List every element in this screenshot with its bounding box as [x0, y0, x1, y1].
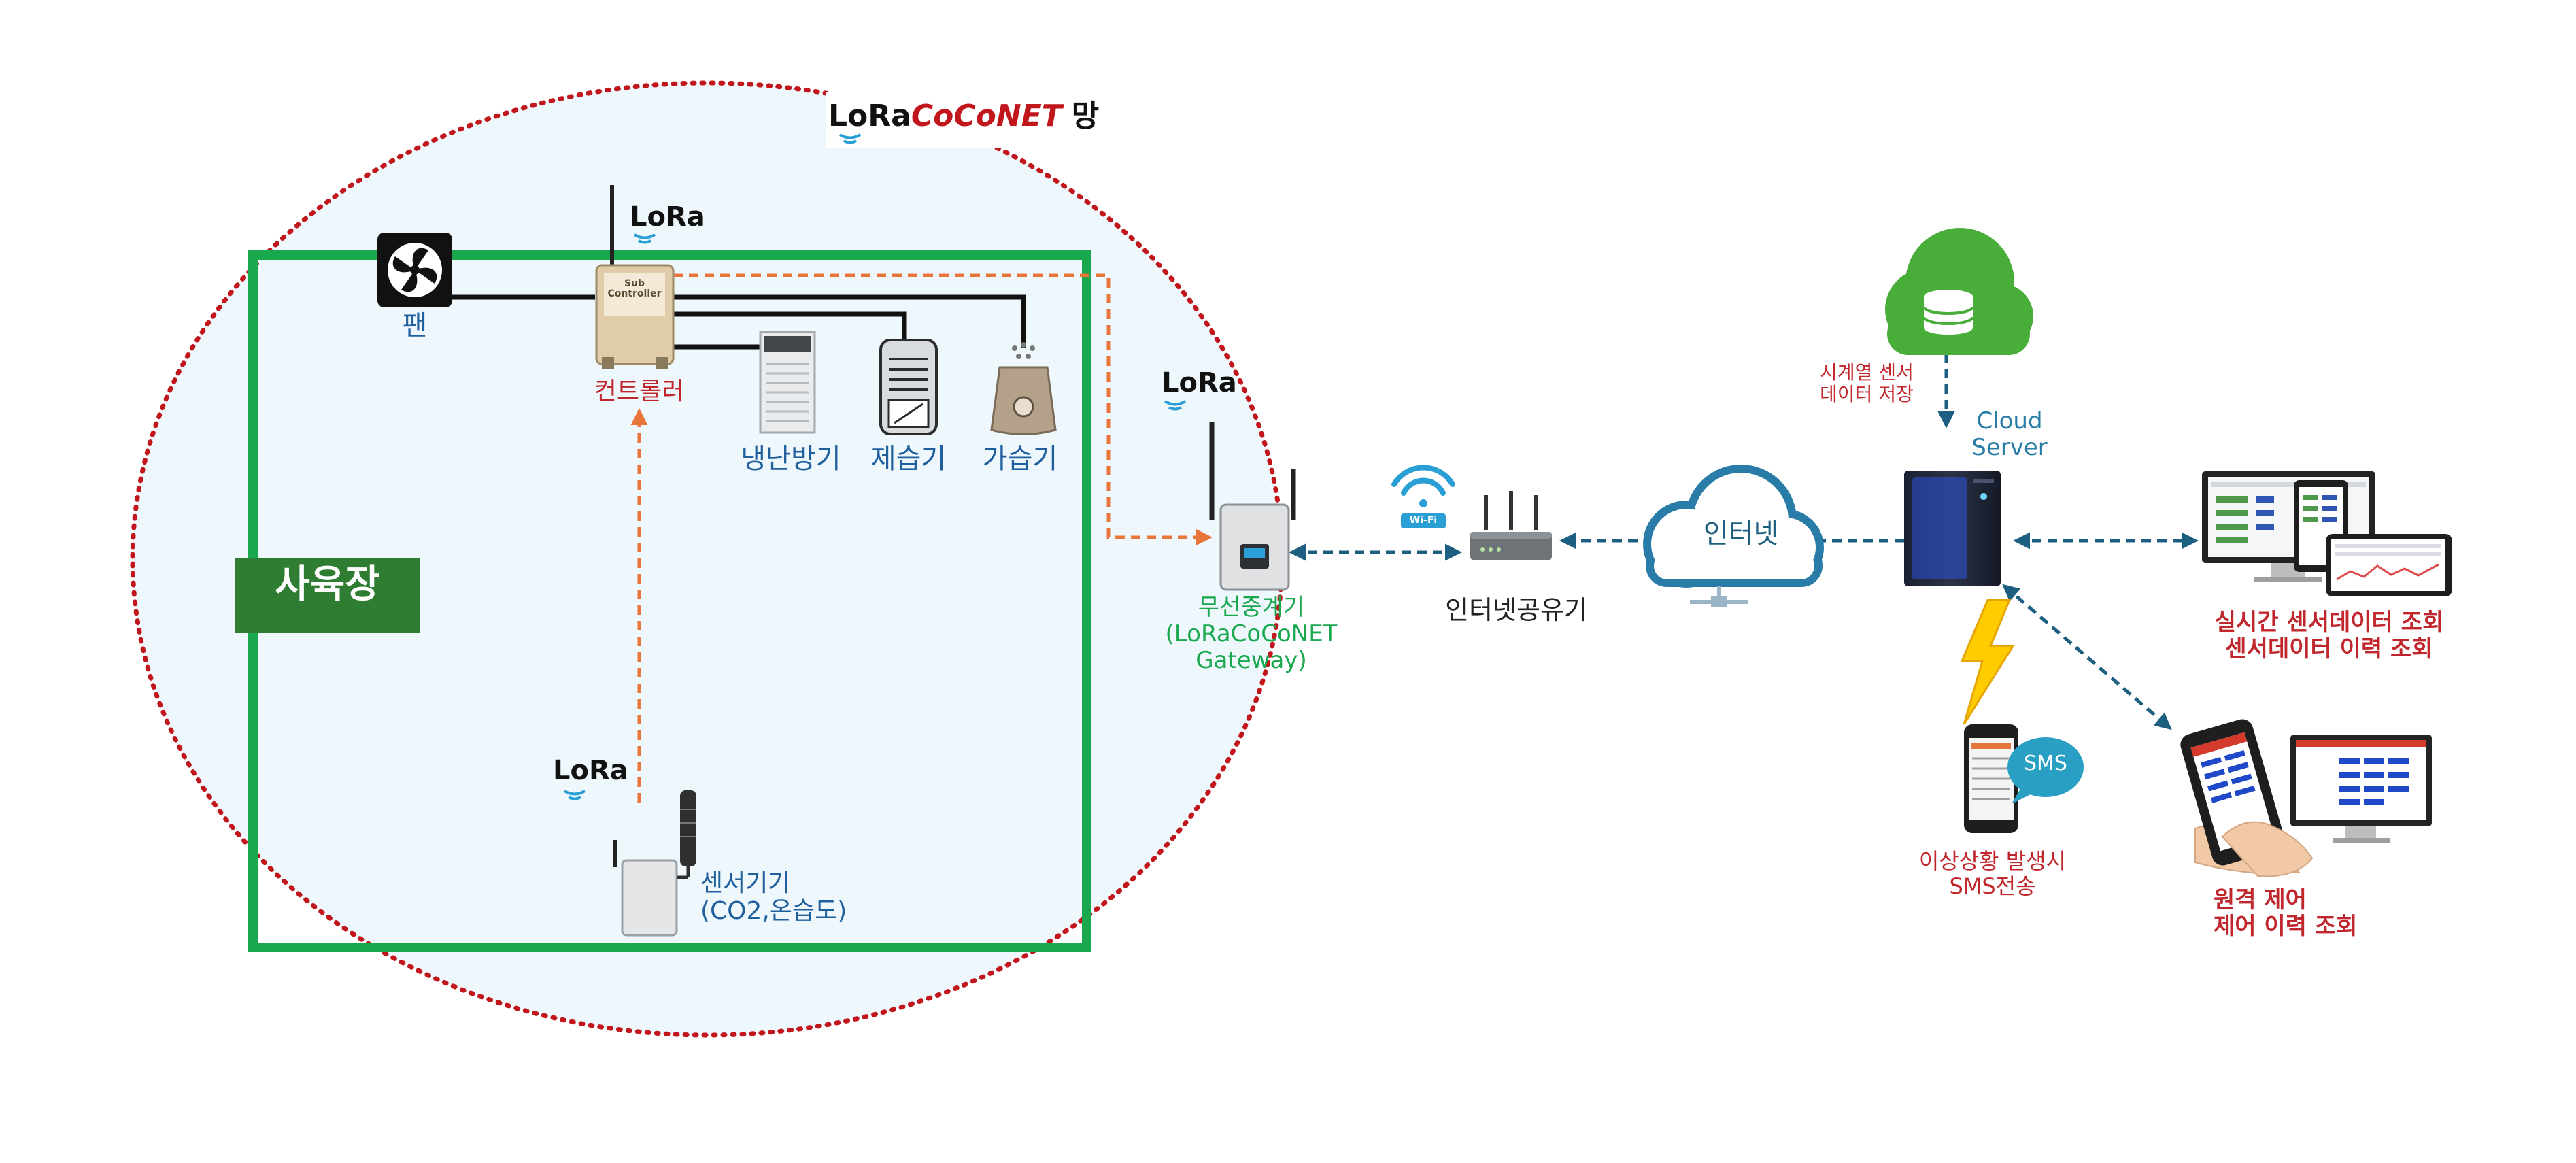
sms-bubble-icon	[2007, 737, 2084, 804]
cloud-server-icon	[1904, 471, 2001, 586]
network-links	[1289, 316, 2199, 730]
wifi-badge-label: Wi-Fi	[1409, 515, 1438, 526]
controller-tag: Sub Controller	[604, 278, 665, 300]
sms-badge-label: SMS	[2024, 752, 2067, 775]
internet-label: 인터넷	[1703, 518, 1779, 550]
controller-tag-line1: Sub	[624, 278, 645, 289]
realtime-label-line1: 실시간 센서데이터 조회	[2214, 609, 2444, 636]
controller-icon	[595, 185, 675, 369]
remote-control-screens-icon	[2180, 719, 2432, 877]
network-logo: LoRaCoCoNET 망	[828, 99, 1099, 134]
server-mobile-link	[2002, 584, 2172, 730]
remote-label-line1: 원격 제어	[2214, 886, 2307, 913]
monitoring-screens-icon	[2202, 471, 2452, 596]
sensor-device-icon	[613, 790, 696, 937]
lora-badge-controller: LoRa	[630, 201, 705, 233]
remote-label-line2: 제어 이력 조회	[2214, 913, 2358, 941]
controller-gateway-link	[673, 273, 1213, 546]
aircon-icon	[759, 331, 816, 434]
network-logo-suffix: 망	[1071, 99, 1100, 133]
sms-label-line1: 이상상황 발생시	[1918, 848, 2067, 874]
fan-label: 팬	[402, 310, 428, 341]
network-logo-lora: LoRa	[828, 99, 911, 133]
router-label: 인터넷공유기	[1445, 595, 1588, 625]
storage-cloud-icon	[1885, 228, 2033, 355]
sms-label-line2: SMS전송	[1949, 873, 2036, 899]
cloud-server-label-line1: Cloud	[1976, 407, 2043, 435]
storage-label-line2: 데이터 저장	[1820, 383, 1914, 406]
controller-tag-line2: Controller	[607, 288, 662, 300]
wifi-icon	[1391, 465, 1455, 507]
network-logo-coconet: CoCoNET	[911, 99, 1062, 133]
humidifier-icon	[990, 342, 1057, 435]
realtime-label: 실시간 센서데이터 조회 센서데이터 이력 조회	[2176, 609, 2482, 662]
dehumidifier-icon	[879, 339, 938, 435]
storage-label: 시계열 센서 데이터 저장	[1795, 361, 1938, 406]
sensor-label: 센서기기 (CO2,온습도)	[700, 869, 847, 926]
lora-wave-icon-gateway	[1164, 400, 1187, 411]
aircon-label: 냉난방기	[741, 443, 841, 475]
lora-badge-gateway: LoRa	[1162, 367, 1237, 399]
fan-icon	[377, 233, 452, 307]
storage-label-line1: 시계열 센서	[1820, 361, 1914, 384]
gateway-label-line1: 무선중계기	[1198, 594, 1305, 621]
lora-wave-icon-controller	[633, 233, 656, 244]
humidifier-label: 가습기	[982, 443, 1058, 475]
internet-cloud-icon	[1643, 465, 1824, 607]
cloud-server-label-line2: Server	[1971, 434, 2048, 462]
sms-label: 이상상황 발생시 SMS전송	[1904, 849, 2081, 899]
wifi-badge	[1401, 513, 1446, 528]
lora-wave-icon-sensor	[563, 790, 586, 800]
router-icon	[1470, 491, 1552, 560]
gateway-icon	[1209, 422, 1296, 591]
sms-phone-icon	[1964, 724, 2018, 833]
farm-label: 사육장	[275, 562, 380, 607]
gateway-label-line3: Gateway)	[1196, 647, 1307, 675]
gateway-label-line2: (LoRaCoCoNET	[1165, 620, 1338, 648]
network-logo-wave-icon	[838, 133, 862, 144]
lora-badge-sensor: LoRa	[553, 755, 628, 786]
remote-label: 원격 제어 제어 이력 조회	[2214, 886, 2358, 941]
lightning-icon	[1960, 599, 2015, 725]
controller-label: 컨트롤러	[594, 377, 685, 405]
sensor-label-line1: 센서기기	[700, 869, 791, 897]
realtime-label-line2: 센서데이터 이력 조회	[2225, 635, 2433, 663]
dehumidifier-label: 제습기	[870, 443, 947, 475]
network-logo-backdrop	[826, 92, 1047, 148]
farm-label-box	[235, 558, 420, 633]
sensor-label-line2: (CO2,온습도)	[700, 897, 847, 926]
cloud-server-label: Cloud Server	[1952, 407, 2067, 462]
gateway-label: 무선중계기 (LoRaCoCoNET Gateway)	[1156, 594, 1346, 674]
